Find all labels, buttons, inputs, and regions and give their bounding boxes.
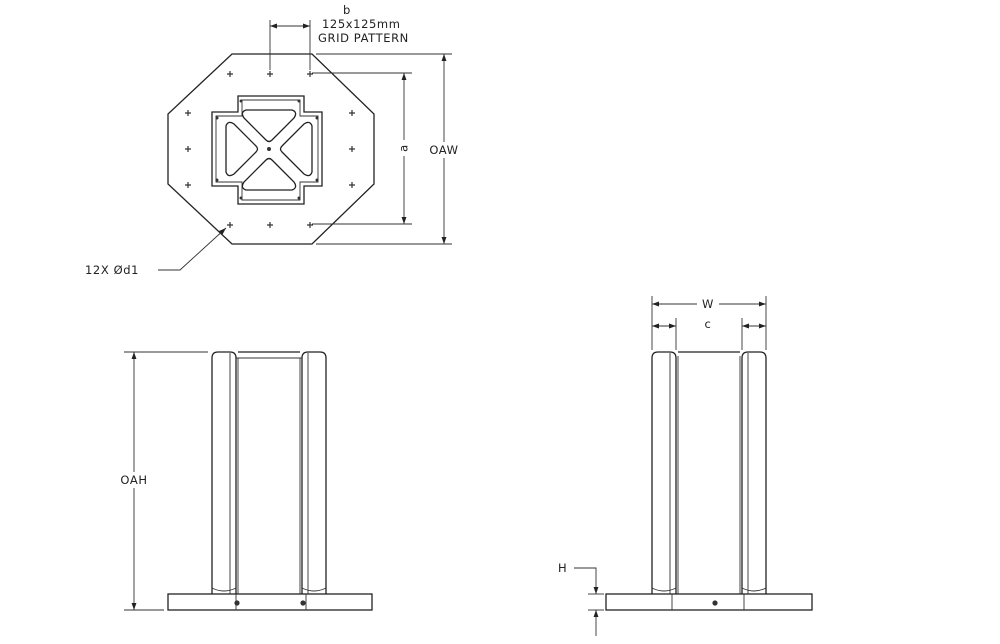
- pocket-right: [279, 121, 313, 177]
- side-left-rail: [651, 351, 677, 594]
- dimension-h: [574, 567, 604, 636]
- label-grid-pattern: GRID PATTERN: [318, 31, 409, 45]
- base-screw: [234, 600, 240, 606]
- front-view: OAH: [114, 351, 373, 611]
- dimension-b: [269, 20, 311, 70]
- center-hole: [267, 147, 271, 151]
- side-base-plate: [605, 593, 813, 611]
- mounting-holes: [185, 71, 355, 228]
- pocket-bottom: [241, 157, 297, 191]
- side-right-rail: [741, 351, 767, 594]
- base-screw: [712, 600, 718, 606]
- cross-pad-inner: [215, 99, 319, 201]
- front-left-rail: [211, 351, 237, 594]
- top-view: b 125x125mm GRID PATTERN a OAW 12X Ød1: [85, 3, 464, 277]
- pad-hole: [297, 196, 301, 200]
- label-grid-size: 125x125mm: [322, 17, 401, 31]
- pad-hole: [215, 178, 219, 182]
- pad-hole: [297, 99, 301, 103]
- pad-hole: [215, 116, 219, 120]
- label-b: b: [343, 3, 351, 17]
- pad-hole: [315, 116, 319, 120]
- label-a: a: [397, 144, 411, 152]
- pad-hole: [239, 99, 243, 103]
- pad-hole: [239, 196, 243, 200]
- label-oaw: OAW: [429, 143, 458, 157]
- label-c: c: [705, 317, 712, 331]
- octagon-plate: [167, 53, 375, 245]
- pocket-left: [225, 121, 259, 177]
- pad-hole: [315, 178, 319, 182]
- side-view: W c H: [558, 296, 813, 636]
- cross-pad: [211, 95, 323, 205]
- front-right-rail: [301, 351, 327, 594]
- front-base-plate: [167, 593, 373, 611]
- base-screw: [300, 600, 306, 606]
- label-hole-callout: 12X Ød1: [85, 263, 139, 277]
- label-w: W: [702, 297, 714, 311]
- pocket-top: [241, 109, 297, 143]
- dimension-c: [652, 318, 766, 350]
- label-h: H: [558, 561, 567, 575]
- hole-callout-leader: [158, 227, 227, 271]
- label-oah: OAH: [120, 473, 147, 487]
